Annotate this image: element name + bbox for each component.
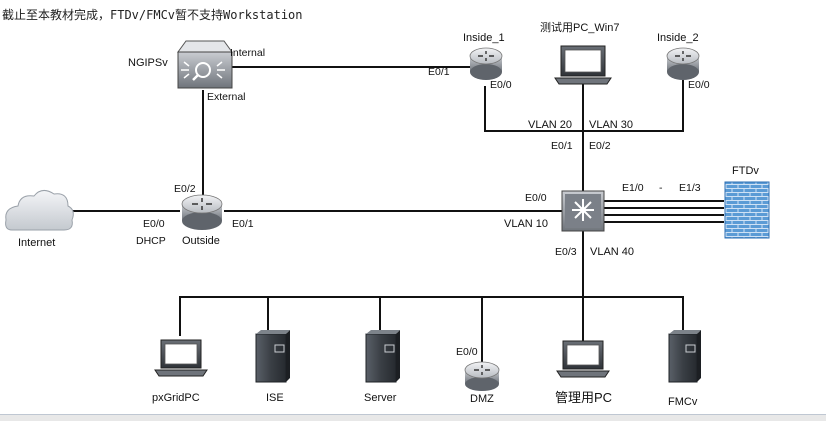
dmz-e00-port: E0/0 [456, 346, 478, 358]
ise-label: ISE [266, 392, 284, 404]
outside-e00-port: E0/0 [143, 218, 165, 230]
mgmtpc-label: 管理用PC [555, 390, 612, 405]
vlan10-label: VLAN 10 [504, 218, 548, 230]
switch-icon-core [561, 190, 605, 232]
ngips-sensor-icon [177, 40, 233, 89]
switch-e02-port: E0/2 [589, 140, 611, 152]
inside1-e01-port: E0/1 [428, 66, 450, 78]
laptop-icon-mgmtpc [556, 340, 610, 378]
outside-label: Outside [182, 235, 220, 247]
bottom-border [0, 414, 826, 421]
ngips-internal-port: Internal [230, 47, 265, 59]
server-icon-fmc [668, 330, 701, 383]
ngips-external-port: External [207, 91, 246, 103]
inside1-e00-port: E0/0 [490, 79, 512, 91]
outside-e02-port: E0/2 [174, 183, 196, 195]
caption-text: 截止至本教材完成，FTDv/FMCv暂不支持Workstation [2, 7, 303, 22]
outside-e01-port: E0/1 [232, 218, 254, 230]
switch-e00-port: E0/0 [525, 192, 547, 204]
switch-e03-port: E0/3 [555, 246, 577, 258]
cloud-icon-internet [5, 190, 74, 231]
ftd-e13-port: E1/3 [679, 182, 701, 194]
dmz-label: DMZ [470, 393, 494, 405]
ftd-e10-port: E1/0 [622, 182, 644, 194]
testpc-label: 测试用PC_Win7 [540, 21, 619, 34]
bus-bottom [179, 296, 684, 336]
fmc-label: FMCv [668, 396, 698, 408]
inside2-label: Inside_2 [657, 32, 699, 44]
vlan30-label: VLAN 30 [589, 119, 633, 131]
internet-label: Internet [18, 237, 55, 249]
router-icon-inside2 [666, 47, 700, 80]
switch-e01-port: E0/1 [551, 140, 573, 152]
router-icon-outside [181, 194, 223, 230]
router-icon-inside1 [469, 47, 503, 80]
vlan20-label: VLAN 20 [528, 119, 572, 131]
firewall-icon-ftd [724, 181, 770, 239]
pxgrid-label: pxGridPC [152, 392, 200, 404]
links [70, 66, 724, 362]
ngips-label: NGIPSv [128, 57, 168, 69]
ftd-range-dash: - [659, 182, 663, 194]
vlan40-label: VLAN 40 [590, 246, 634, 258]
inside1-label: Inside_1 [463, 32, 505, 44]
router-icon-dmz [464, 361, 500, 391]
server-icon-ise [255, 330, 290, 383]
inside2-e00-port: E0/0 [688, 79, 710, 91]
laptop-icon-testpc [554, 45, 612, 85]
server-icon-server [365, 330, 400, 383]
server-label: Server [364, 392, 397, 404]
ftd-label: FTDv [732, 165, 759, 177]
outside-dhcp-label: DHCP [136, 235, 166, 247]
laptop-icon-pxgrid [154, 339, 208, 377]
